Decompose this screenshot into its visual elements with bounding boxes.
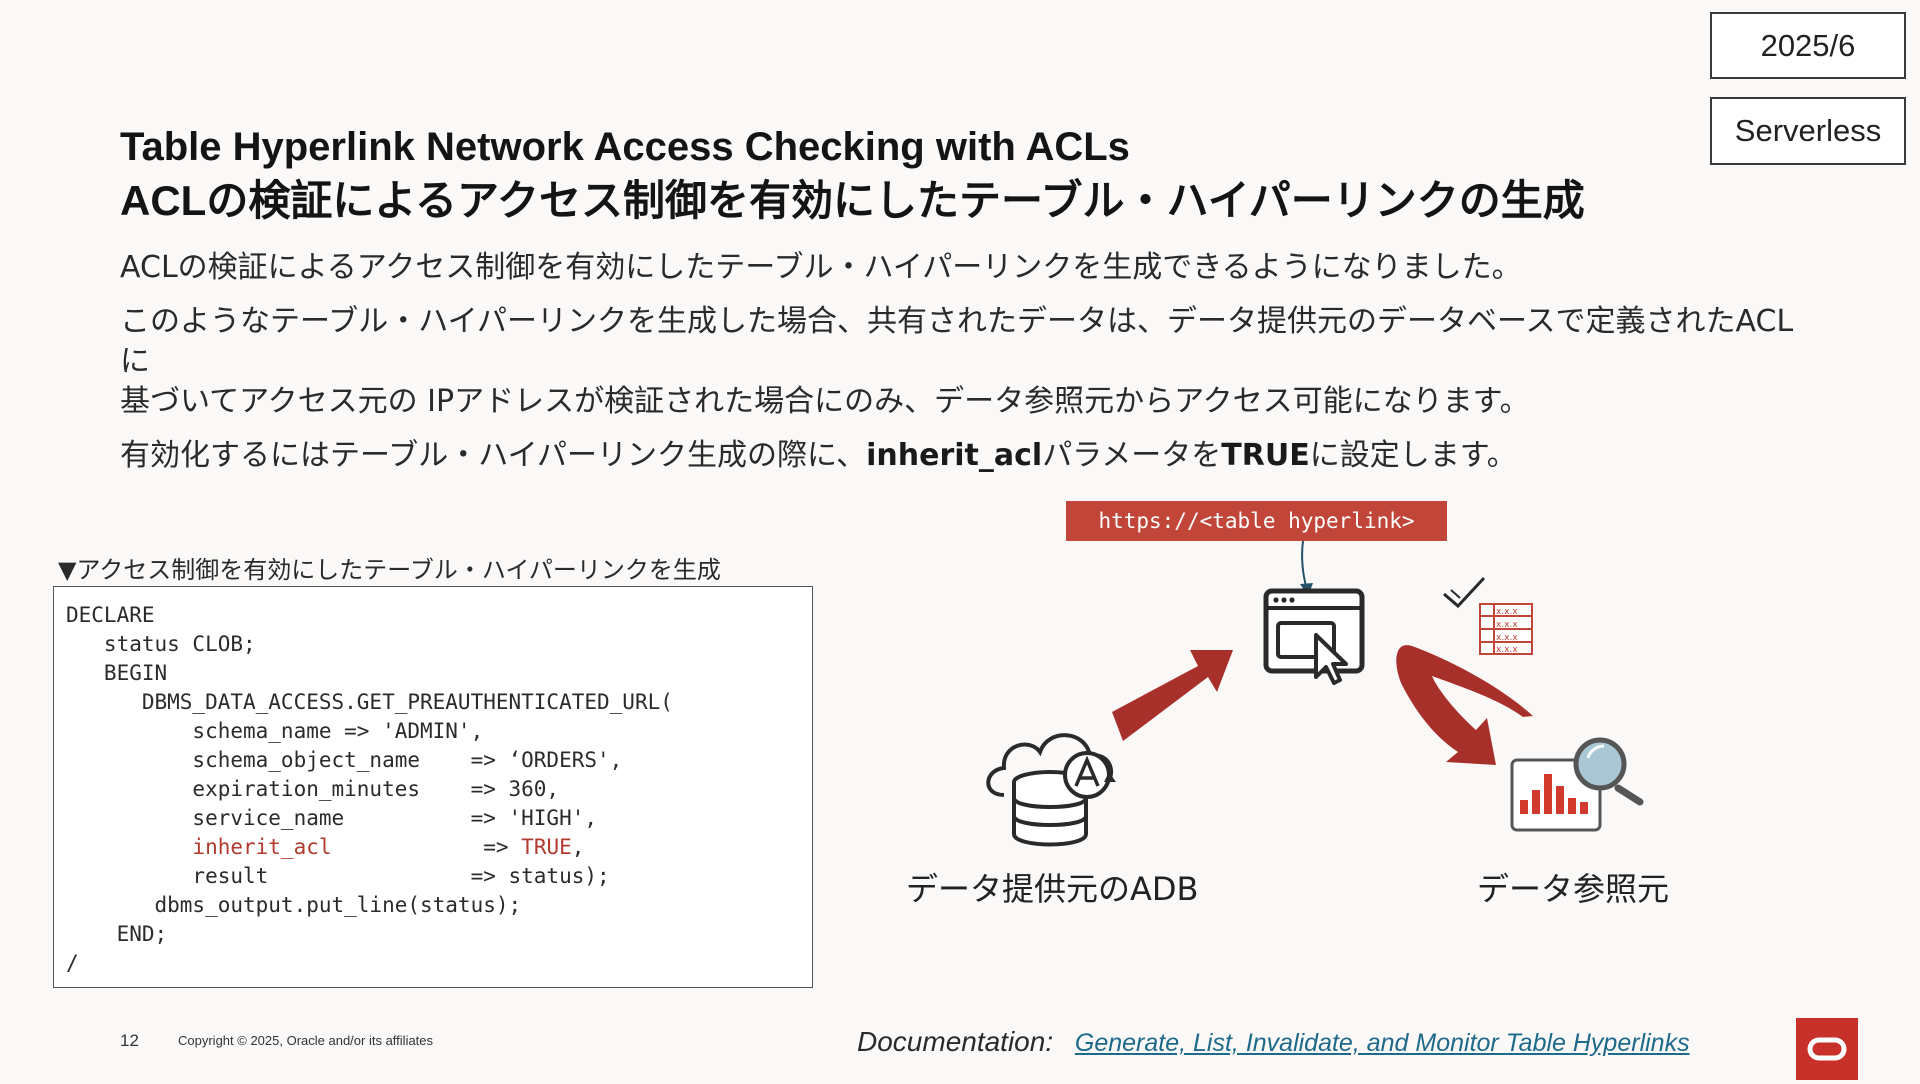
table-cell-text: x.x.x <box>1496 633 1518 643</box>
documentation-line: Documentation: Generate, List, Invalidat… <box>857 1026 1690 1058</box>
checkmark-icon <box>1443 576 1486 609</box>
code-line: schema_object_name => ‘ORDERS', <box>66 748 623 772</box>
page-number: 12 <box>120 1031 139 1050</box>
oracle-logo-icon <box>1796 1018 1858 1080</box>
code-comma: , <box>571 835 585 859</box>
documentation-label: Documentation: <box>857 1026 1054 1057</box>
code-line: result => status); <box>66 864 610 888</box>
title-english: Table Hyperlink Network Access Checking … <box>120 125 1130 169</box>
table-hyperlink-url-banner: https://<table hyperlink> <box>1066 501 1447 541</box>
documentation-link[interactable]: Generate, List, Invalidate, and Monitor … <box>1074 1029 1690 1057</box>
date-tag: 2025/6 <box>1710 12 1906 79</box>
code-line: expiration_minutes => 360, <box>66 777 560 801</box>
browser-cursor-icon <box>1263 588 1365 685</box>
body-paragraph-1: ACLの検証によるアクセス制御を有効にしたテーブル・ハイパーリンクを生成できるよ… <box>120 250 1522 285</box>
table-cell-text: x.x.x <box>1496 620 1518 630</box>
code-inherit-acl-param: inherit_acl <box>66 835 332 859</box>
code-line: BEGIN <box>66 661 168 685</box>
code-line: dbms_output.put_line(status); <box>66 893 522 917</box>
slide-title: Table Hyperlink Network Access Checking … <box>120 120 1585 228</box>
body-paragraph-2-line-1: このようなテーブル・ハイパーリンクを生成した場合、共有されたデータは、データ提供… <box>120 304 1794 379</box>
chart-magnifier-icon <box>1510 737 1644 832</box>
download-arrow <box>1396 645 1533 765</box>
provider-label: データ提供元のADB <box>906 870 1199 908</box>
code-caption: ▼アクセス制御を有効にしたテーブル・ハイパーリンクを生成 <box>58 556 721 584</box>
code-line: DECLARE <box>66 603 155 627</box>
consumer-label: データ参照元 <box>1477 870 1670 908</box>
code-line: DBMS_DATA_ACCESS.GET_PREAUTHENTICATED_UR… <box>66 690 673 714</box>
title-japanese: ACLの検証によるアクセス制御を有効にしたテーブル・ハイパーリンクの生成 <box>120 177 1585 224</box>
copyright-text: Copyright © 2025, Oracle and/or its affi… <box>178 1033 434 1048</box>
table-icon: x.x.x x.x.x x.x.x x.x.x <box>1479 603 1533 655</box>
body-paragraph-3: 有効化するにはテーブル・ハイパーリンク生成の際に、inherit_aclパラメー… <box>120 436 1820 476</box>
code-line: service_name => 'HIGH', <box>66 806 598 830</box>
body-text: ACLの検証によるアクセス制御を有効にしたテーブル・ハイパーリンクを生成できるよ… <box>120 248 1820 490</box>
cloud-database-icon <box>986 733 1116 847</box>
body-paragraph-2-line-2: 基づいてアクセス元の IPアドレスが検証された場合にのみ、データ参照元からアクセ… <box>120 384 1530 419</box>
p3-suffix: に設定します。 <box>1309 438 1517 473</box>
p3-param: inherit_acl <box>866 438 1043 473</box>
code-line: / <box>66 951 79 975</box>
p3-value: TRUE <box>1221 438 1310 473</box>
code-block: DECLARE status CLOB; BEGIN DBMS_DATA_ACC… <box>53 586 813 988</box>
upload-arrow <box>1112 650 1233 741</box>
code-true-value: TRUE <box>521 835 572 859</box>
p3-prefix: 有効化するにはテーブル・ハイパーリンク生成の際に、 <box>120 438 867 473</box>
code-arrow: => <box>331 835 522 859</box>
p3-middle: パラメータを <box>1042 438 1222 473</box>
code-line: END; <box>66 922 168 946</box>
code-line: status CLOB; <box>66 632 256 656</box>
connector-line <box>1300 540 1313 596</box>
code-line: schema_name => 'ADMIN', <box>66 719 484 743</box>
service-tag: Serverless <box>1710 97 1906 165</box>
table-cell-text: x.x.x <box>1496 645 1518 655</box>
body-paragraph-2: このようなテーブル・ハイパーリンクを生成した場合、共有されたデータは、データ提供… <box>120 302 1820 422</box>
table-cell-text: x.x.x <box>1496 607 1518 617</box>
